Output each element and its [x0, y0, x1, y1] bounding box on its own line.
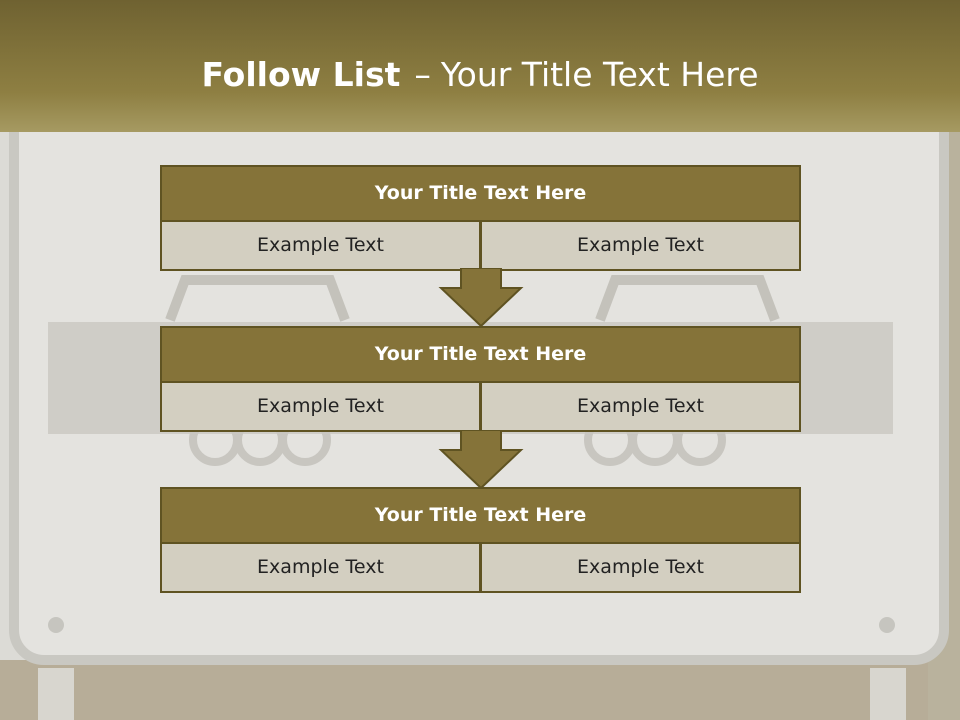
block-title: Your Title Text Here: [160, 487, 801, 544]
title-bold-part: Follow List: [201, 55, 401, 94]
block-cell-left: Example Text: [160, 222, 481, 271]
title-rest-part: Your Title Text Here: [440, 55, 759, 94]
block-cell-left: Example Text: [160, 383, 481, 432]
down-arrow-icon: [438, 430, 524, 490]
block-row: Example Text Example Text: [160, 383, 801, 432]
list-block-1: Your Title Text Here Example Text Exampl…: [160, 165, 801, 271]
slide-title: Follow List–Your Title Text Here: [0, 52, 960, 98]
block-row: Example Text Example Text: [160, 544, 801, 593]
block-row: Example Text Example Text: [160, 222, 801, 271]
block-title: Your Title Text Here: [160, 165, 801, 222]
title-separator: –: [414, 55, 431, 94]
block-cell-left: Example Text: [160, 544, 481, 593]
block-title: Your Title Text Here: [160, 326, 801, 383]
down-arrow-icon: [438, 268, 524, 328]
list-block-3: Your Title Text Here Example Text Exampl…: [160, 487, 801, 593]
block-cell-right: Example Text: [481, 222, 801, 271]
list-block-2: Your Title Text Here Example Text Exampl…: [160, 326, 801, 432]
block-cell-right: Example Text: [481, 383, 801, 432]
block-cell-right: Example Text: [481, 544, 801, 593]
header-band: [0, 0, 960, 132]
